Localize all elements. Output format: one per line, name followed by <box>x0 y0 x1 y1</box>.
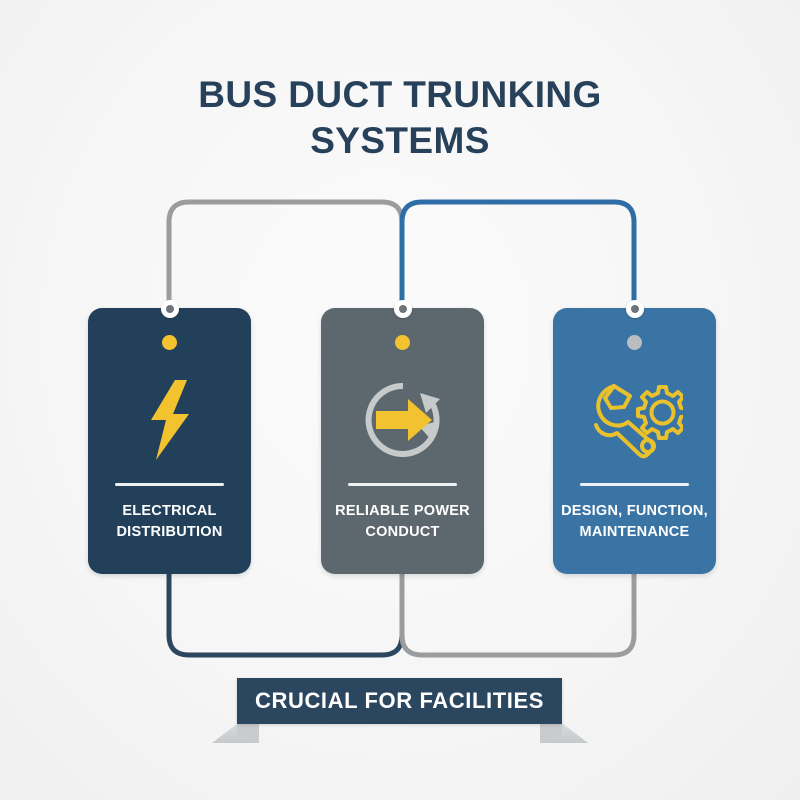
top-connector-card1-to-card2 <box>166 199 405 308</box>
card-label: RELIABLE POWER CONDUCT <box>329 501 476 542</box>
page-title-line-2: SYSTEMS <box>310 120 490 162</box>
card-accent-dot <box>162 335 177 350</box>
card-divider <box>580 483 689 486</box>
card-label-line-2: CONDUCT <box>365 523 440 540</box>
card-label-line-1: ELECTRICAL <box>122 503 217 519</box>
tag-eyelet <box>160 300 179 318</box>
lightning-bolt-icon <box>88 366 251 474</box>
circular-arrows-refresh-icon <box>321 366 484 474</box>
card-label-line-2: DISTRIBUTION <box>116 523 223 540</box>
card-divider <box>115 483 224 486</box>
card-reliable-power-conduct[interactable]: RELIABLE POWER CONDUCT <box>321 308 484 574</box>
wrench-and-gear-icon <box>553 366 716 474</box>
tag-eyelet <box>625 300 644 318</box>
bottom-banner-group: CRUCIAL FOR FACILITIES <box>0 678 800 758</box>
card-label: DESIGN, FUNCTION, MAINTENANCE <box>561 501 708 542</box>
top-connector-card2-to-card3 <box>399 199 637 308</box>
page-title: BUS DUCT TRUNKING SYSTEMS <box>0 72 800 165</box>
card-accent-dot <box>395 335 410 350</box>
card-accent-dot <box>627 335 642 350</box>
card-divider <box>348 483 457 486</box>
bottom-connector-card2-to-card3 <box>399 571 637 658</box>
card-electrical-distribution[interactable]: ELECTRICAL DISTRIBUTION <box>88 308 251 574</box>
card-label-line-1: DESIGN, FUNCTION, <box>561 503 708 519</box>
bottom-banner: CRUCIAL FOR FACILITIES <box>237 678 562 724</box>
bottom-connector-card1-to-card2 <box>166 571 405 658</box>
page-title-line-1: BUS DUCT TRUNKING <box>198 74 602 115</box>
card-label: ELECTRICAL DISTRIBUTION <box>96 501 243 542</box>
tag-eyelet <box>393 300 412 318</box>
bottom-banner-text: CRUCIAL FOR FACILITIES <box>254 688 545 713</box>
card-label-line-2: MAINTENANCE <box>579 523 690 540</box>
card-label-line-1: RELIABLE POWER <box>335 503 470 519</box>
card-design-function-maintenance[interactable]: DESIGN, FUNCTION, MAINTENANCE <box>553 308 716 574</box>
